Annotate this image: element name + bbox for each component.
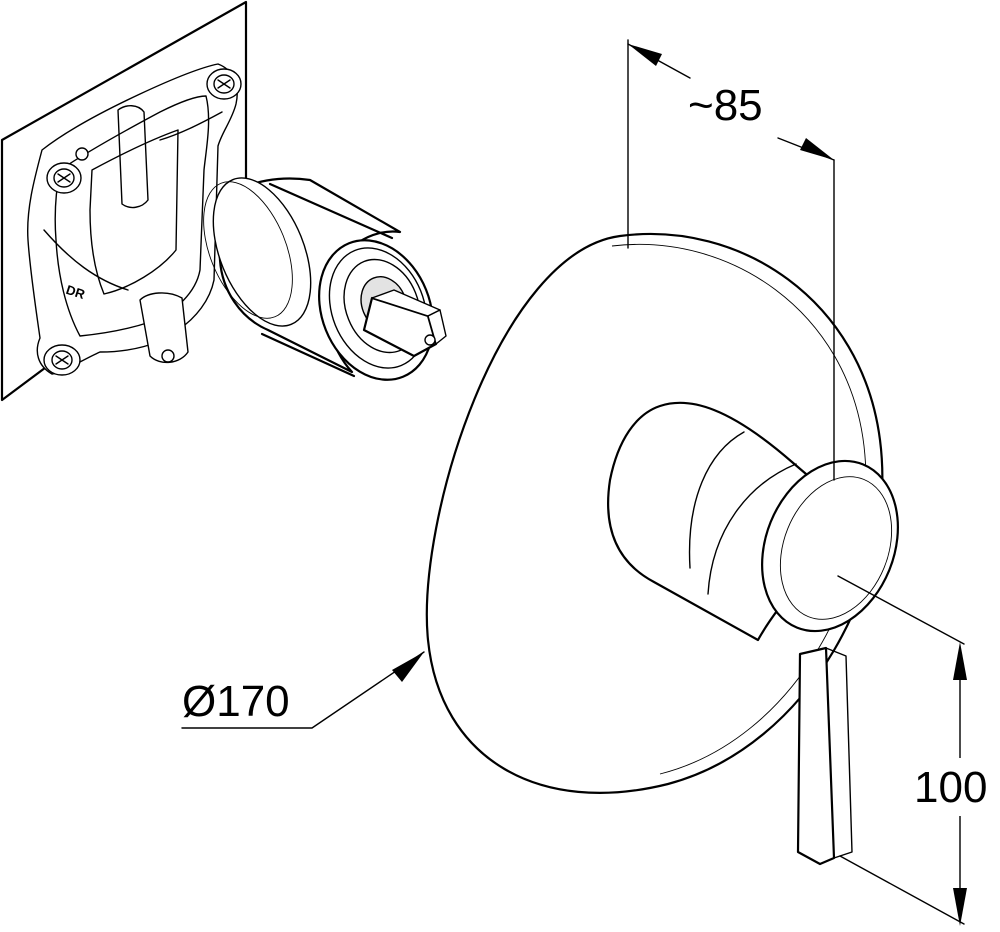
stem-hole [424,334,436,346]
flange-contour-3 [159,111,223,141]
screw-bottom-left [43,344,81,376]
stem-end-face [427,309,447,345]
lever-handle-edge [825,647,853,859]
flange-recess [89,129,179,295]
depth-arrow-left [628,44,662,66]
screw-top-right [206,68,242,100]
rough-in-valve-body: DR [0,0,447,402]
stamp-label: DR [64,282,87,302]
trim-assembly [425,232,899,866]
flange-contour-2 [43,229,129,291]
height-arrow-top [953,642,967,680]
lever-handle [796,646,836,866]
housing-bottom-edge [260,332,356,378]
lever-cap-inner [779,476,893,620]
housing-top-edge [268,182,394,240]
flange-lower-lug [139,292,189,363]
diameter-arrow [392,652,424,682]
height-dimension-label: 100 [914,763,987,812]
screw-small-top [75,147,89,161]
screw-left [46,162,82,194]
housing-ring-1 [212,177,312,327]
escutcheon-face [611,244,867,775]
height-arrow-bottom [953,888,967,926]
lever-cap [761,459,899,633]
dimension-depth: ~85 [627,39,835,481]
depth-dimension-label: ~85 [688,81,763,130]
housing-ring-2 [203,181,293,319]
lever-band [707,463,797,595]
lever-shoulder [688,431,745,569]
flange-inner-contour [54,95,210,337]
diameter-dimension-label: Ø170 [182,677,290,726]
screw-small-mid [161,349,175,363]
flange-rib [117,105,149,209]
dimension-diameter: Ø170 [181,651,425,729]
depth-arrow-right [800,138,834,160]
dimension-height: 100 [837,575,1000,926]
